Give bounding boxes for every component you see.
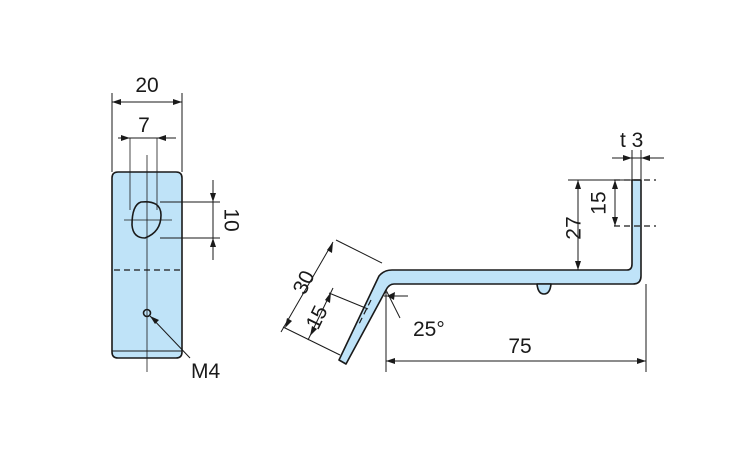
upper-slot-label: 15 xyxy=(588,191,611,214)
arrowhead xyxy=(612,217,618,226)
arrowhead xyxy=(285,318,292,328)
arrowhead xyxy=(641,155,650,161)
thickness-label: t 3 xyxy=(620,129,643,152)
slot-offset-label: 7 xyxy=(138,114,150,137)
bracket-boss xyxy=(536,283,552,295)
arrowhead xyxy=(637,358,646,364)
front-view: 20 7 10 M4 xyxy=(111,74,242,383)
arm-slot-label: 15 xyxy=(302,302,333,333)
m4-label: M4 xyxy=(191,360,220,383)
arrowhead xyxy=(121,135,130,141)
arrowhead xyxy=(327,242,333,253)
arrowhead xyxy=(150,316,159,324)
width-label: 20 xyxy=(135,74,158,97)
angle-label: 25° xyxy=(413,318,445,341)
arrowhead xyxy=(575,180,581,189)
arrowhead xyxy=(210,193,216,202)
arrowhead xyxy=(386,358,395,364)
arm-length-label: 30 xyxy=(289,267,320,298)
arrowhead xyxy=(612,180,618,189)
length-label: 75 xyxy=(508,335,531,358)
bracket-profile xyxy=(338,179,642,365)
angle-leader-line xyxy=(385,289,401,319)
side-view: t 3 15 27 75 25° 30 xyxy=(280,129,664,372)
height-label: 27 xyxy=(563,216,586,239)
arrowhead xyxy=(310,326,317,336)
arm-dimension-line xyxy=(280,241,334,333)
arrowhead xyxy=(157,135,166,141)
slot-height-label: 10 xyxy=(219,208,242,231)
arm-extension-bottom xyxy=(282,326,341,356)
arrowhead xyxy=(112,99,121,105)
arm-extension-top xyxy=(335,239,383,264)
arrowhead xyxy=(173,99,182,105)
arrowhead xyxy=(575,261,581,270)
arrowhead xyxy=(210,238,216,247)
arrowhead xyxy=(387,292,395,300)
arm-slot-extension xyxy=(328,292,369,310)
arm-slot-hidden xyxy=(357,299,372,327)
m4-leader-line xyxy=(149,315,191,359)
arrowhead xyxy=(623,155,632,161)
arrowhead xyxy=(325,292,331,303)
